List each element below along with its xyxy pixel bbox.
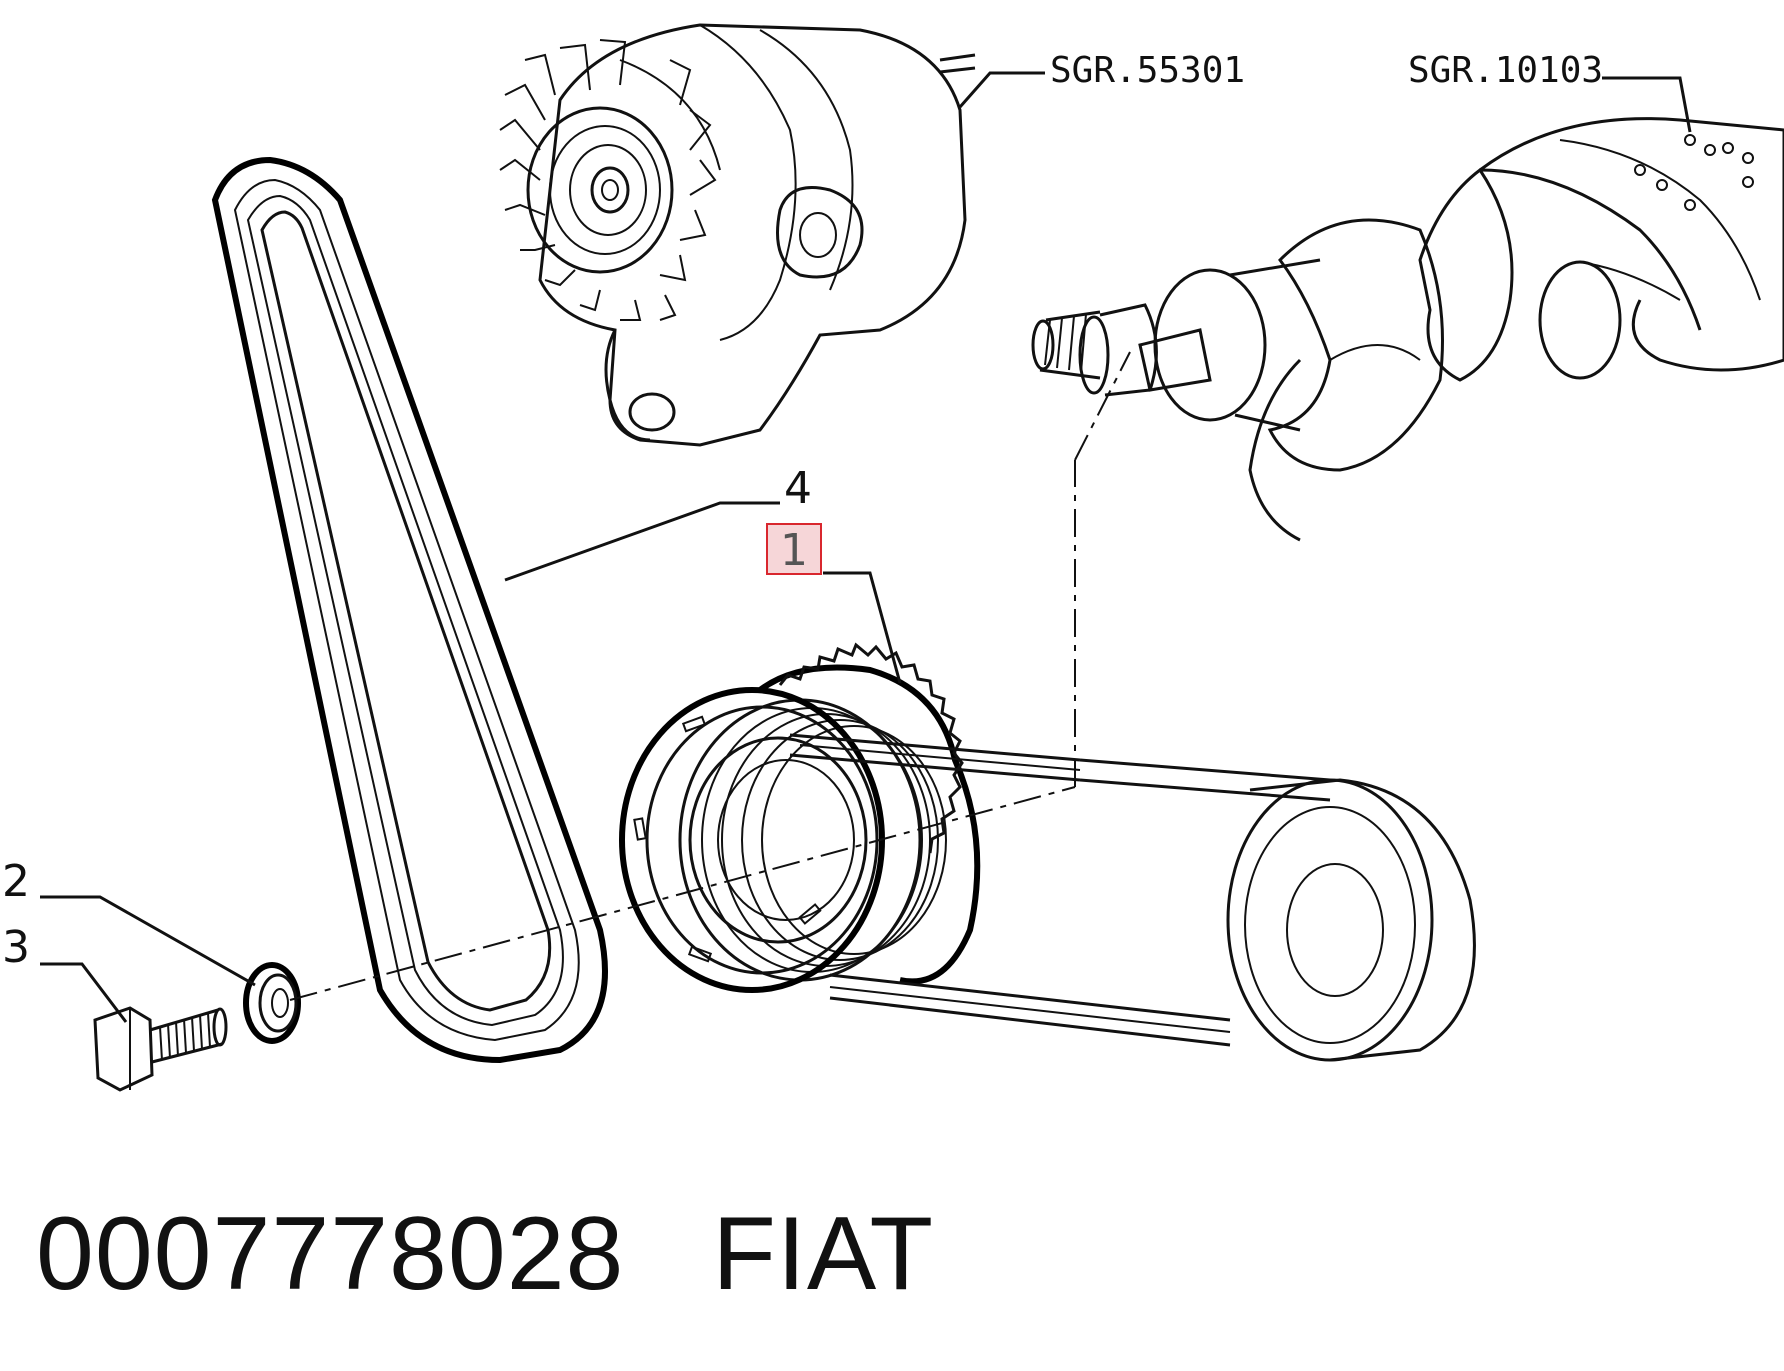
callout-bolt[interactable]: 3	[2, 922, 30, 973]
idler-pulley-illustration	[1079, 758, 1476, 1062]
alternator-reference-label[interactable]: SGR.55301	[1050, 50, 1245, 91]
crankshaft-reference-label[interactable]: SGR.10103	[1408, 50, 1603, 91]
alternator-illustration	[499, 23, 976, 447]
callout-belt[interactable]: 4	[784, 463, 812, 514]
crankshaft-pulley-illustration	[619, 642, 1231, 1047]
leader-lines	[40, 71, 1692, 1023]
callout-pulley[interactable]: 1	[780, 525, 808, 576]
bolt-illustration	[93, 1006, 228, 1092]
callout-washer[interactable]: 2	[2, 856, 30, 907]
part-number: 0007778028	[36, 1196, 625, 1312]
crankshaft-illustration	[1031, 117, 1784, 542]
part-number-caption: 0007778028 FIAT	[36, 1195, 934, 1314]
drive-belt-illustration	[211, 156, 608, 1064]
brand-name: FIAT	[712, 1196, 935, 1312]
assembly-axis-lines	[289, 351, 1131, 1001]
callout-pulley-highlight	[766, 523, 822, 575]
washer-illustration	[243, 962, 301, 1044]
